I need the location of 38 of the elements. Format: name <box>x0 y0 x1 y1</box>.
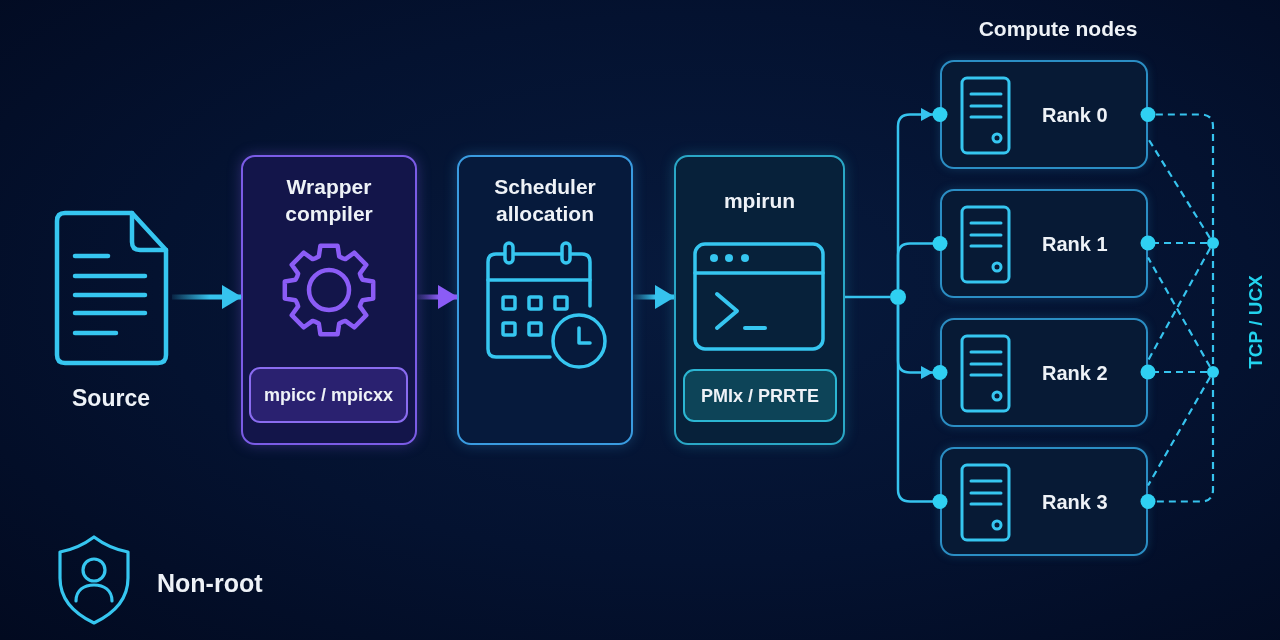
rank-box <box>940 318 1148 427</box>
dashed-connector <box>1147 376 1211 487</box>
source-label: Source <box>72 384 150 412</box>
arrow <box>172 285 242 309</box>
rank-box <box>940 189 1148 298</box>
process-box <box>241 155 417 445</box>
rank-label: Rank 2 <box>1042 360 1108 386</box>
dashed-connector <box>1211 249 1215 366</box>
network-label: TCP / UCX <box>1245 275 1267 369</box>
arrow <box>417 285 458 309</box>
process-box <box>674 155 845 445</box>
rank-box <box>940 60 1148 169</box>
process-box <box>457 155 633 445</box>
dashed-connector <box>1140 235 1207 251</box>
junction-dot-icon <box>1207 366 1219 378</box>
box-title: Scheduler allocation <box>493 174 597 227</box>
rank-label: Rank 1 <box>1042 231 1108 257</box>
box-label: mpicc / mpicxx <box>263 384 394 406</box>
tool-box <box>683 369 837 422</box>
junction-dot-icon <box>890 289 906 305</box>
dashed-connector <box>1140 364 1207 380</box>
dashed-connector <box>1140 378 1215 509</box>
box-title: Wrapper compiler <box>284 174 374 227</box>
rank-box <box>940 447 1148 556</box>
connector-line <box>896 236 948 289</box>
box-title: mpirun <box>723 187 796 214</box>
note-label: Non-root <box>157 568 263 598</box>
dashed-connector <box>1147 137 1211 239</box>
rank-label: Rank 0 <box>1042 102 1108 128</box>
box-label: PMIx / PRRTE <box>701 384 819 407</box>
rank-label: Rank 3 <box>1042 489 1108 515</box>
dashed-connector <box>1140 107 1215 237</box>
section-heading: Compute nodes <box>978 17 1138 41</box>
arrow <box>633 285 675 309</box>
tool-box <box>249 367 408 423</box>
connector-line <box>896 305 948 509</box>
connector-line <box>845 295 890 299</box>
junction-dot-icon <box>1207 237 1219 249</box>
